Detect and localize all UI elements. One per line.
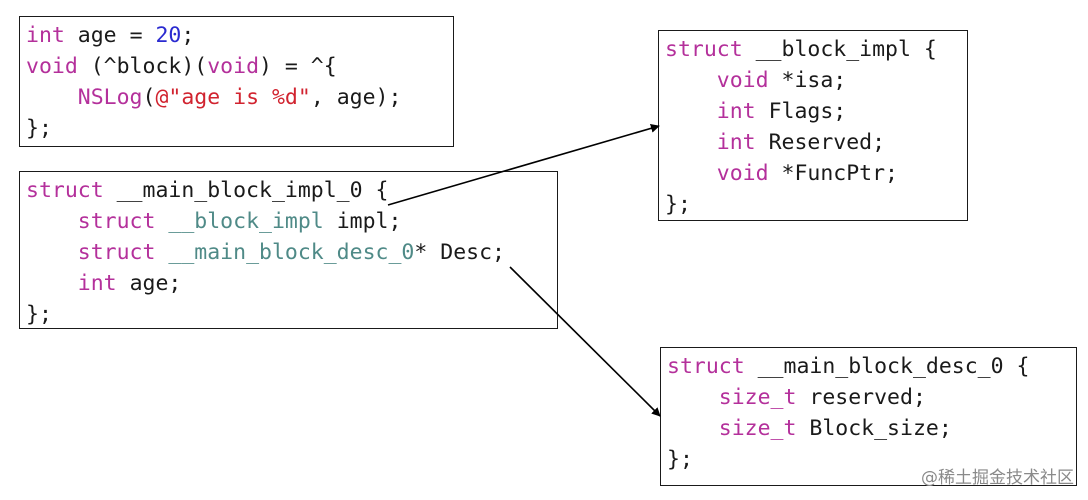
- code-line: struct __main_block_impl_0 {: [26, 175, 557, 206]
- code-line: void (^block)(void) = ^{: [26, 51, 453, 82]
- code-token-plain: };: [665, 192, 691, 217]
- impl-to-block-impl-arrow: [387, 123, 660, 206]
- code-token-plain: __main_block_impl_0 {: [103, 178, 389, 203]
- code-token-plain: };: [26, 116, 52, 141]
- code-line: int Flags;: [665, 96, 967, 127]
- watermark-text: @稀土掘金技术社区: [921, 468, 1074, 488]
- code-token-keyword: int: [77, 271, 117, 296]
- code-token-keyword: struct: [77, 209, 156, 234]
- code-token-keyword: NSLog: [77, 85, 143, 110]
- code-token-keyword: struct: [667, 354, 745, 379]
- code-token-plain: age =: [64, 23, 156, 48]
- code-token-keyword: struct: [77, 240, 156, 265]
- code-token-keyword: size_t: [718, 385, 797, 410]
- code-line: };: [26, 113, 453, 144]
- code-line: int Reserved;: [665, 127, 967, 158]
- code-token-type: __block_impl: [168, 209, 324, 234]
- code-line: int age;: [26, 268, 557, 299]
- code-token-plain: };: [667, 447, 693, 472]
- main-block-impl-struct-box: struct __main_block_impl_0 { struct __bl…: [19, 171, 558, 329]
- main-block-desc-struct-box: struct __main_block_desc_0 { size_t rese…: [660, 347, 1077, 486]
- code-line: int age = 20;: [26, 20, 453, 51]
- code-token-plain: age;: [116, 271, 182, 296]
- code-token-plain: *isa;: [768, 68, 847, 93]
- code-token-keyword: int: [716, 130, 756, 155]
- code-line: void *isa;: [665, 65, 967, 96]
- code-line: struct __main_block_desc_0 {: [667, 351, 1076, 382]
- code-line: };: [26, 299, 557, 330]
- code-token-plain: *FuncPtr;: [768, 161, 899, 186]
- code-line: NSLog(@"age is %d", age);: [26, 82, 453, 113]
- code-token-plain: Block_size;: [796, 416, 952, 441]
- code-token-keyword: void: [716, 161, 769, 186]
- code-token-plain: ) = ^{: [259, 54, 337, 79]
- code-token-plain: __block_impl {: [742, 37, 937, 62]
- code-token-plain: (: [142, 85, 156, 110]
- code-line: struct __block_impl impl;: [26, 206, 557, 237]
- code-line: void *FuncPtr;: [665, 158, 967, 189]
- code-token-keyword: void: [26, 54, 78, 79]
- code-token-keyword: void: [207, 54, 260, 79]
- code-token-keyword: void: [716, 68, 769, 93]
- code-token-plain: };: [26, 302, 52, 327]
- code-line: size_t Block_size;: [667, 413, 1076, 444]
- code-token-plain: (^block)(: [77, 54, 208, 79]
- code-token-plain: __main_block_desc_0 {: [744, 354, 1030, 379]
- code-token-number: 20: [155, 23, 182, 48]
- code-token-plain: , age);: [310, 85, 402, 110]
- code-token-keyword: int: [716, 99, 756, 124]
- code-line: };: [667, 444, 1076, 475]
- code-token-plain: ;: [181, 23, 195, 48]
- block-impl-struct-box: struct __block_impl { void *isa; int Fla…: [658, 30, 968, 221]
- code-token-keyword: size_t: [718, 416, 797, 441]
- desc-to-main-block-desc-arrow: [509, 266, 661, 417]
- code-token-plain: reserved;: [796, 385, 926, 410]
- code-line: struct __block_impl {: [665, 34, 967, 65]
- code-line: };: [665, 189, 967, 220]
- code-token-plain: Reserved;: [755, 130, 886, 155]
- code-line: struct __main_block_desc_0* Desc;: [26, 237, 557, 268]
- code-token-plain: impl;: [323, 209, 402, 234]
- source-code-box: int age = 20;void (^block)(void) = ^{ NS…: [19, 16, 454, 147]
- code-token-keyword: struct: [665, 37, 743, 62]
- code-token-plain: * Desc;: [414, 240, 505, 265]
- code-token-plain: Flags;: [755, 99, 847, 124]
- code-token-keyword: struct: [26, 178, 104, 203]
- code-token-type: __main_block_desc_0: [168, 240, 415, 265]
- code-token-string: @"age is %d": [155, 85, 311, 110]
- code-line: size_t reserved;: [667, 382, 1076, 413]
- code-token-keyword: int: [26, 23, 65, 48]
